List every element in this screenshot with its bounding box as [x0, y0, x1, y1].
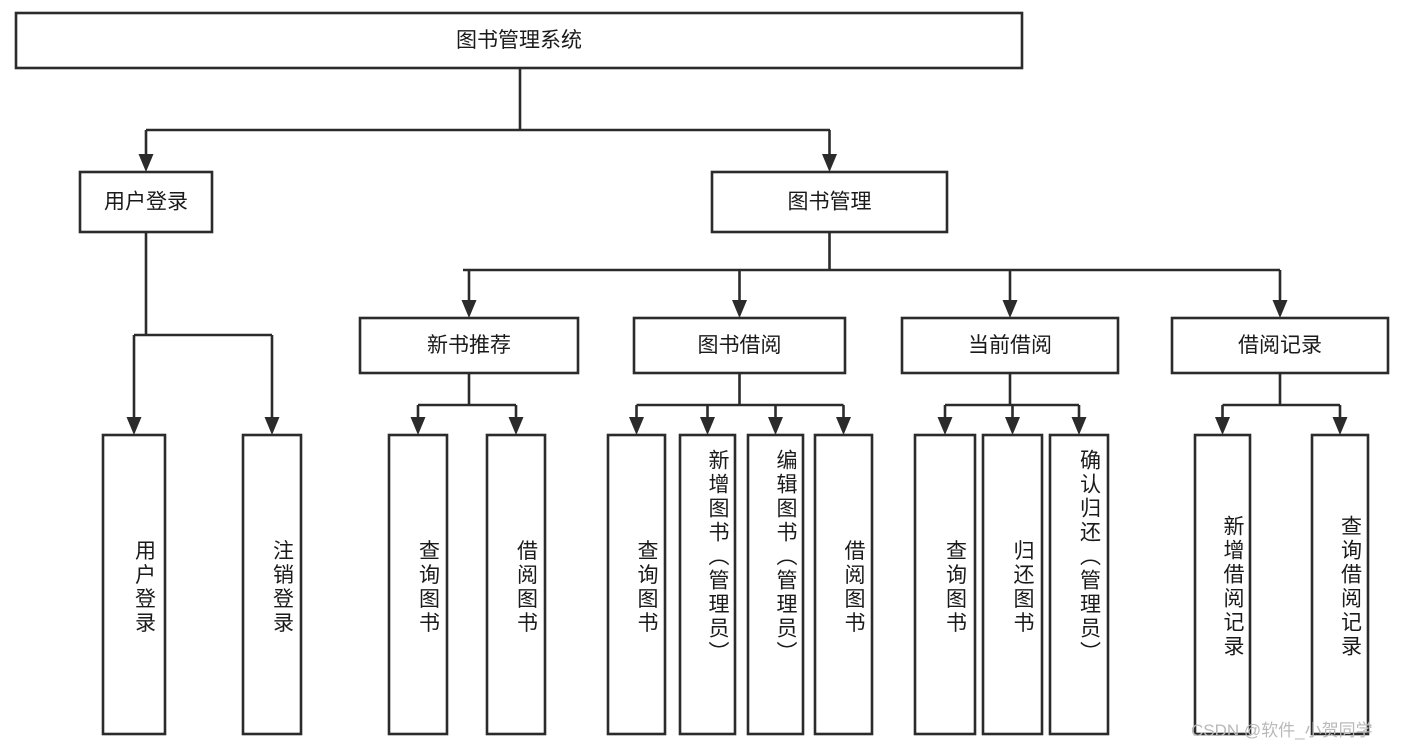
当前借阅-to-查询图书-arrowhead — [937, 417, 953, 435]
node-box — [1193, 433, 1252, 736]
leaf-node-确认归还管理员[interactable]: 确认归还（管理员） — [1048, 433, 1110, 736]
leaf-node-查询图书[interactable]: 查询图书 — [387, 433, 449, 736]
leaf-node-用户登录[interactable]: 用户登录 — [101, 433, 167, 736]
node-label: 新增图书（管理员） — [706, 449, 730, 665]
借阅记录-to-查询借阅记录-arrowhead — [1332, 417, 1348, 435]
node-label: 编辑图书（管理员） — [774, 449, 798, 665]
watermark-text: CSDN @软件_小贺同学 — [1191, 721, 1373, 740]
leaf-node-查询借阅记录[interactable]: 查询借阅记录 — [1310, 433, 1370, 736]
借阅记录-to-新增借阅记录-arrowhead — [1215, 417, 1230, 435]
node-label: 查询图书 — [635, 540, 659, 636]
node-label: 借阅图书 — [842, 540, 866, 636]
node-box — [485, 433, 547, 736]
connector-layer — [126, 68, 1348, 435]
node-box — [981, 433, 1044, 736]
node-label: 用户登录 — [104, 191, 188, 214]
图书借阅-to-编辑图书管理员-arrowhead — [768, 417, 783, 435]
node-label: 用户登录 — [133, 540, 157, 636]
node-label: 借阅记录 — [1238, 334, 1322, 357]
level3-node-图书借阅[interactable]: 图书借阅 — [632, 316, 847, 375]
level3-node-借阅记录[interactable]: 借阅记录 — [1170, 316, 1390, 375]
node-box — [813, 433, 874, 736]
login-to-注销登录-arrowhead — [264, 417, 280, 435]
node-label: 图书管理 — [788, 191, 872, 214]
新书推荐-to-查询图书-arrowhead — [410, 417, 426, 435]
mgmt-to-借阅记录-arrowhead — [1272, 300, 1288, 318]
node-box — [913, 433, 977, 736]
图书借阅-to-新增图书管理员-arrowhead — [700, 417, 715, 435]
node-label: 查询图书 — [944, 540, 968, 636]
node-box — [1310, 433, 1370, 736]
node-box — [387, 433, 449, 736]
leaf-node-借阅图书[interactable]: 借阅图书 — [813, 433, 874, 736]
level2-node-图书管理[interactable]: 图书管理 — [710, 170, 949, 234]
leaf-node-注销登录[interactable]: 注销登录 — [241, 433, 303, 736]
leaf-node-借阅图书[interactable]: 借阅图书 — [485, 433, 547, 736]
level3-node-当前借阅[interactable]: 当前借阅 — [900, 316, 1120, 375]
leaf-node-归还图书[interactable]: 归还图书 — [981, 433, 1044, 736]
level3-node-新书推荐[interactable]: 新书推荐 — [358, 316, 580, 375]
leaf-node-新增借阅记录[interactable]: 新增借阅记录 — [1193, 433, 1252, 736]
root-to-图书管理-arrowhead — [822, 154, 837, 172]
node-box — [78, 170, 214, 234]
node-box — [678, 433, 737, 736]
node-box — [358, 316, 580, 375]
node-box — [14, 11, 1024, 70]
图书借阅-to-借阅图书-arrowhead — [836, 417, 851, 435]
leaf-node-查询图书[interactable]: 查询图书 — [913, 433, 977, 736]
leaf-node-查询图书[interactable]: 查询图书 — [606, 433, 667, 736]
node-box — [101, 433, 167, 736]
root-to-用户登录-arrowhead — [138, 154, 154, 172]
node-box — [710, 170, 949, 234]
leaf-node-新增图书管理员[interactable]: 新增图书（管理员） — [678, 433, 737, 736]
新书推荐-to-借阅图书-arrowhead — [508, 417, 524, 435]
node-box — [241, 433, 303, 736]
node-box — [900, 316, 1120, 375]
node-label: 归还图书 — [1011, 540, 1035, 636]
node-box — [1170, 316, 1390, 375]
node-label: 图书借阅 — [698, 334, 782, 357]
node-label: 查询图书 — [417, 540, 441, 636]
node-box — [1048, 433, 1110, 736]
node-box — [746, 433, 805, 736]
node-box — [606, 433, 667, 736]
node-label: 新书推荐 — [427, 334, 511, 357]
node-label: 借阅图书 — [515, 540, 539, 636]
node-label: 当前借阅 — [968, 334, 1052, 357]
node-layer: 图书管理系统用户登录图书管理新书推荐图书借阅当前借阅借阅记录用户登录注销登录查询… — [14, 11, 1390, 736]
图书借阅-to-查询图书-arrowhead — [629, 417, 644, 435]
node-label: 注销登录 — [271, 540, 295, 636]
node-label: 新增借阅记录 — [1221, 515, 1245, 659]
node-box — [632, 316, 847, 375]
node-label: 图书管理系统 — [456, 29, 582, 52]
mgmt-to-当前借阅-arrowhead — [1002, 300, 1018, 318]
node-label: 查询借阅记录 — [1339, 515, 1363, 659]
level2-node-用户登录[interactable]: 用户登录 — [78, 170, 214, 234]
当前借阅-to-归还图书-arrowhead — [1005, 417, 1020, 435]
当前借阅-to-确认归还管理员-arrowhead — [1071, 417, 1087, 435]
leaf-node-编辑图书管理员[interactable]: 编辑图书（管理员） — [746, 433, 805, 736]
root-node-图书管理系统[interactable]: 图书管理系统 — [14, 11, 1024, 70]
login-to-用户登录-arrowhead — [126, 417, 142, 435]
mgmt-to-图书借阅-arrowhead — [732, 300, 747, 318]
node-label: 确认归还（管理员） — [1078, 449, 1102, 665]
mgmt-to-新书推荐-arrowhead — [461, 300, 477, 318]
